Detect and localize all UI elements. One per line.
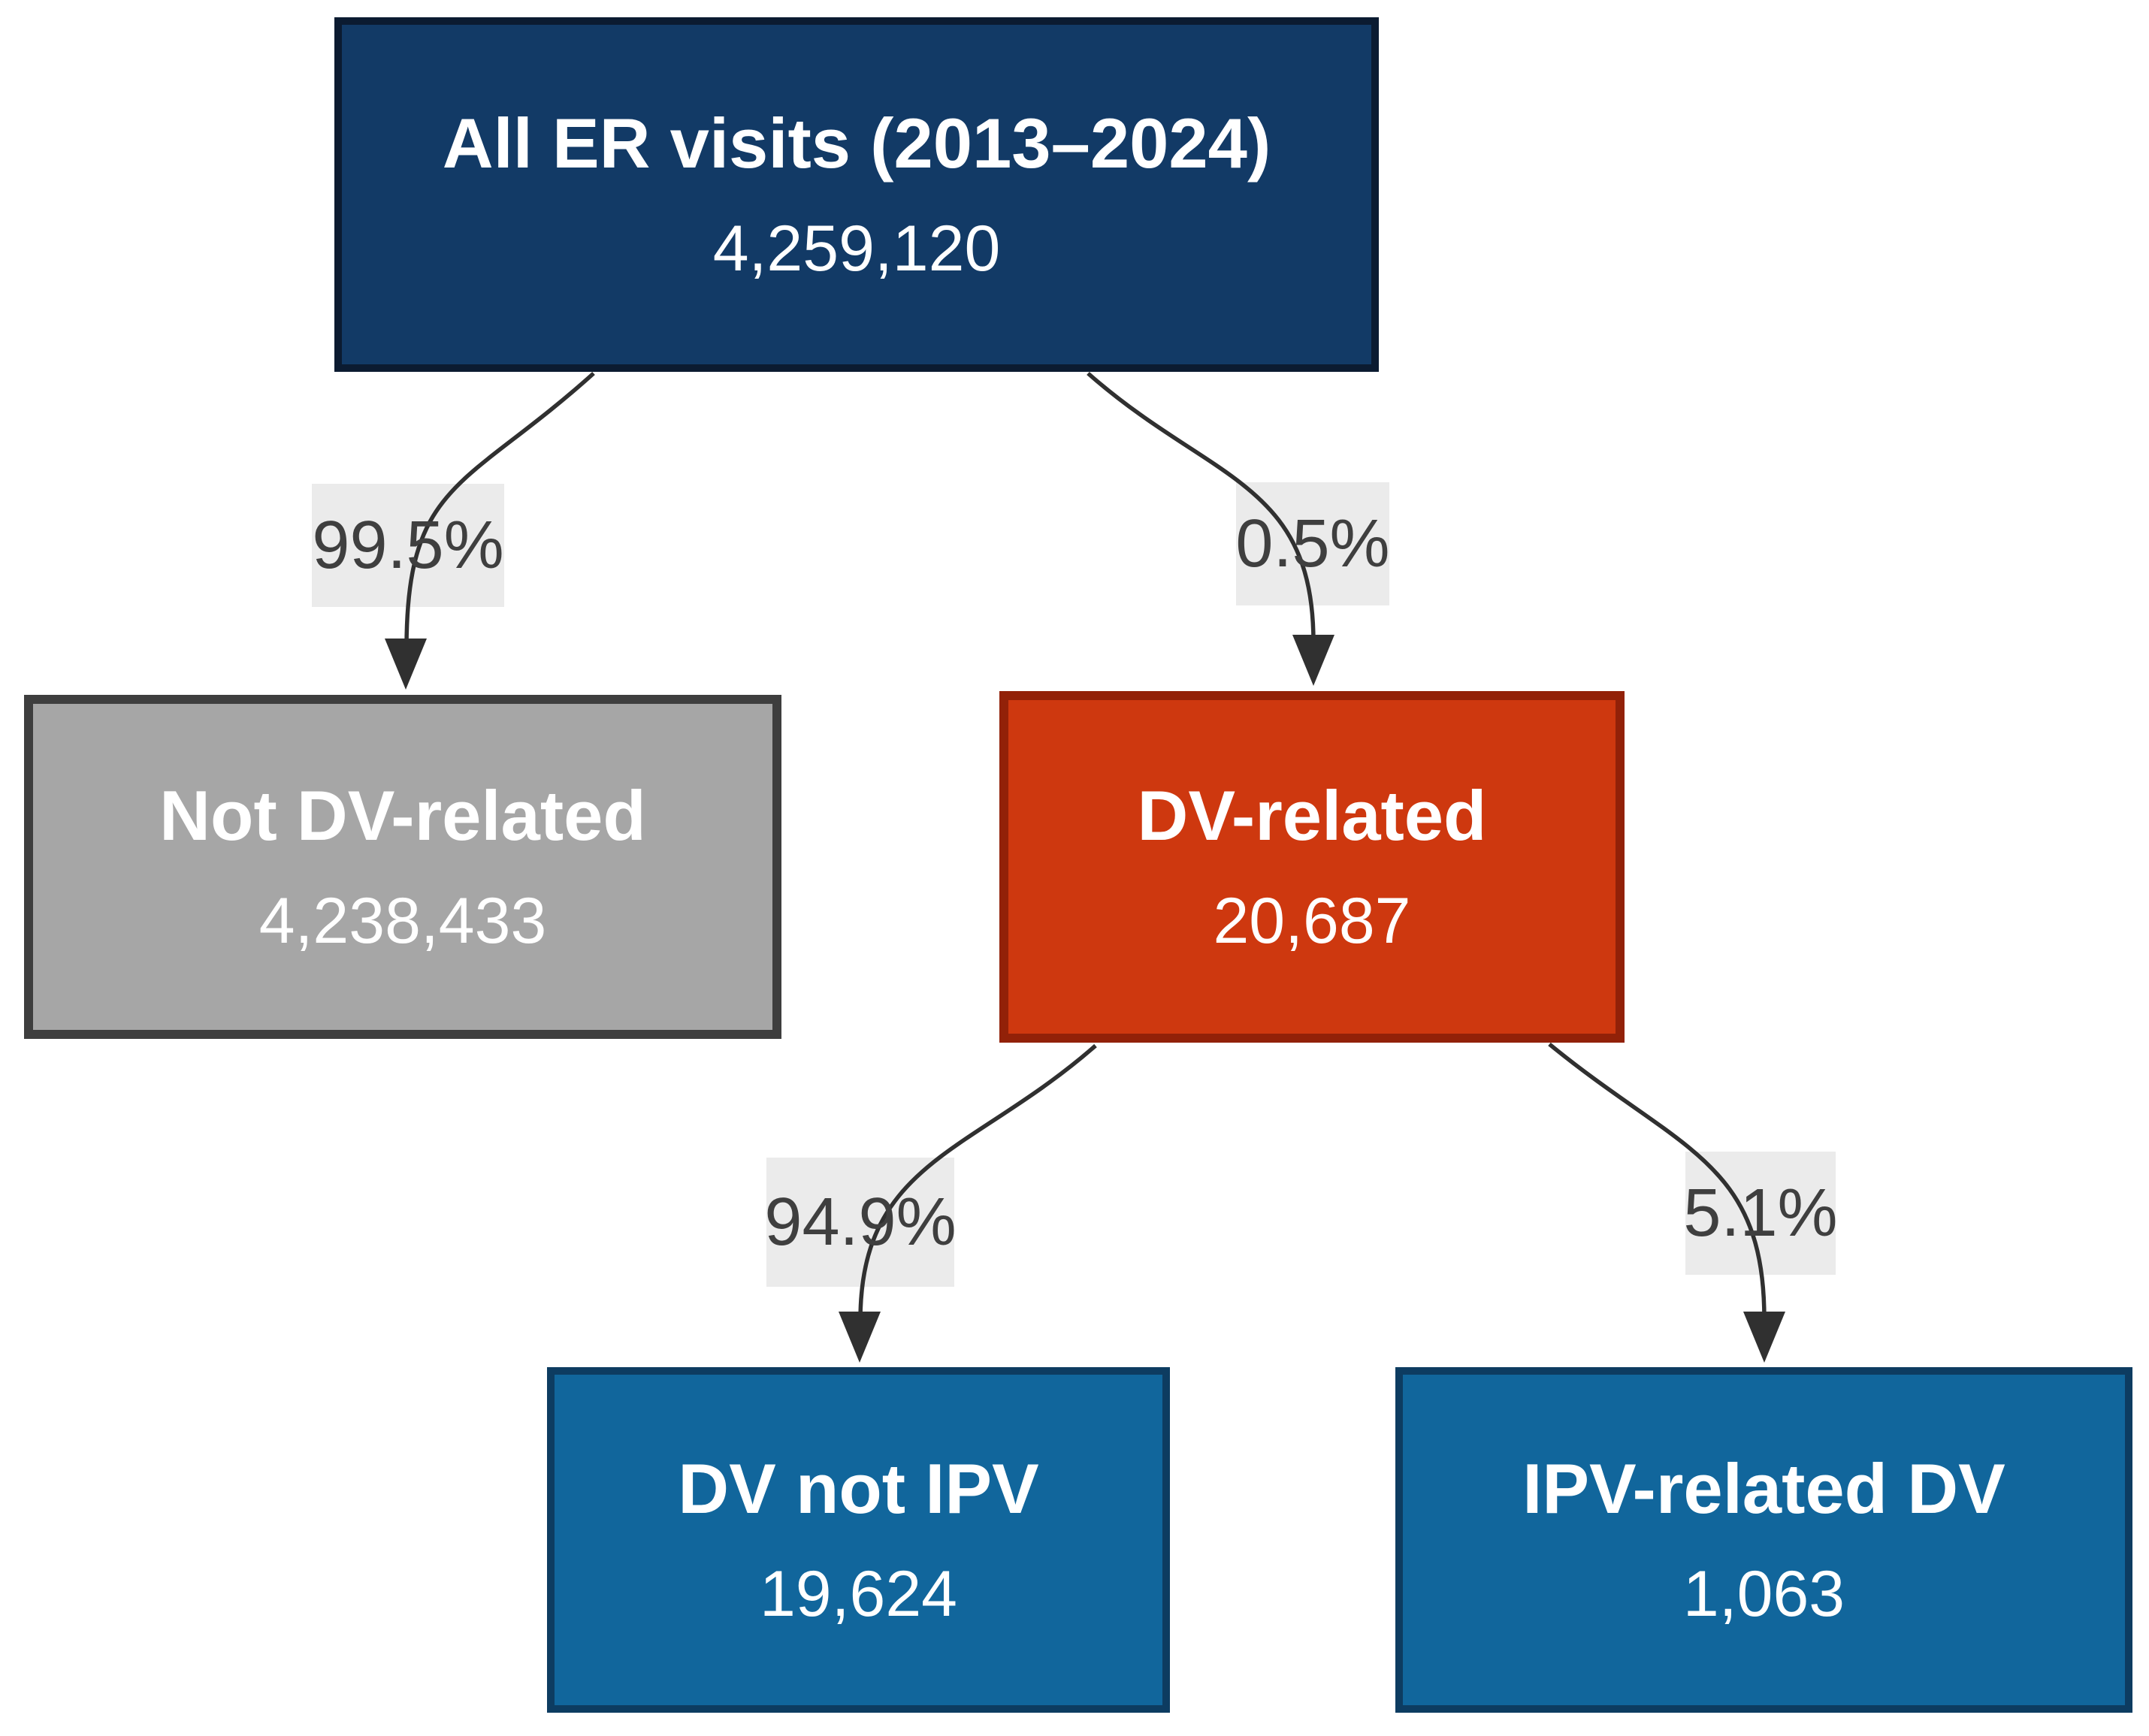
arrowhead-dv-to-dv-not-ipv	[839, 1312, 881, 1363]
node-all-er-visits-label: All ER visits (2013–2024)	[442, 104, 1271, 183]
node-dv-related-label: DV-related	[1137, 776, 1487, 855]
node-not-dv-related: Not DV-related 4,238,433	[24, 695, 781, 1039]
node-ipv-related-dv-label: IPV-related DV	[1522, 1449, 2005, 1528]
node-ipv-related-dv: IPV-related DV 1,063	[1395, 1367, 2132, 1713]
node-dv-not-ipv-label: DV not IPV	[678, 1449, 1039, 1528]
node-all-er-visits-value: 4,259,120	[712, 213, 1001, 285]
edge-root-to-dv	[1087, 371, 1316, 643]
node-ipv-related-dv-value: 1,063	[1682, 1558, 1845, 1631]
node-all-er-visits: All ER visits (2013–2024) 4,259,120	[334, 17, 1379, 372]
node-dv-related-value: 20,687	[1213, 885, 1411, 958]
pct-badge-bg-5-1	[1685, 1152, 1836, 1275]
pct-badge-bg-94-9	[766, 1158, 954, 1287]
pct-label-94-9: 94.9%	[764, 1185, 957, 1260]
edge-root-to-not-dv	[404, 371, 595, 647]
arrowhead-root-to-not-dv	[385, 639, 427, 690]
node-not-dv-related-label: Not DV-related	[159, 776, 646, 855]
edge-dv-to-dv-not-ipv	[858, 1043, 1097, 1320]
node-dv-not-ipv: DV not IPV 19,624	[547, 1367, 1170, 1713]
edge-dv-to-ipv-dv	[1548, 1042, 1767, 1320]
arrowhead-root-to-dv	[1292, 635, 1334, 686]
node-not-dv-related-value: 4,238,433	[258, 885, 547, 958]
pct-label-5-1: 5.1%	[1683, 1176, 1838, 1251]
arrowhead-dv-to-ipv-dv	[1743, 1312, 1785, 1363]
pct-badge-bg-99-5	[312, 484, 504, 607]
node-dv-not-ipv-value: 19,624	[759, 1558, 958, 1631]
node-dv-related: DV-related 20,687	[999, 691, 1625, 1043]
pct-label-99-5: 99.5%	[312, 508, 504, 583]
pct-label-0-5: 0.5%	[1235, 506, 1390, 581]
